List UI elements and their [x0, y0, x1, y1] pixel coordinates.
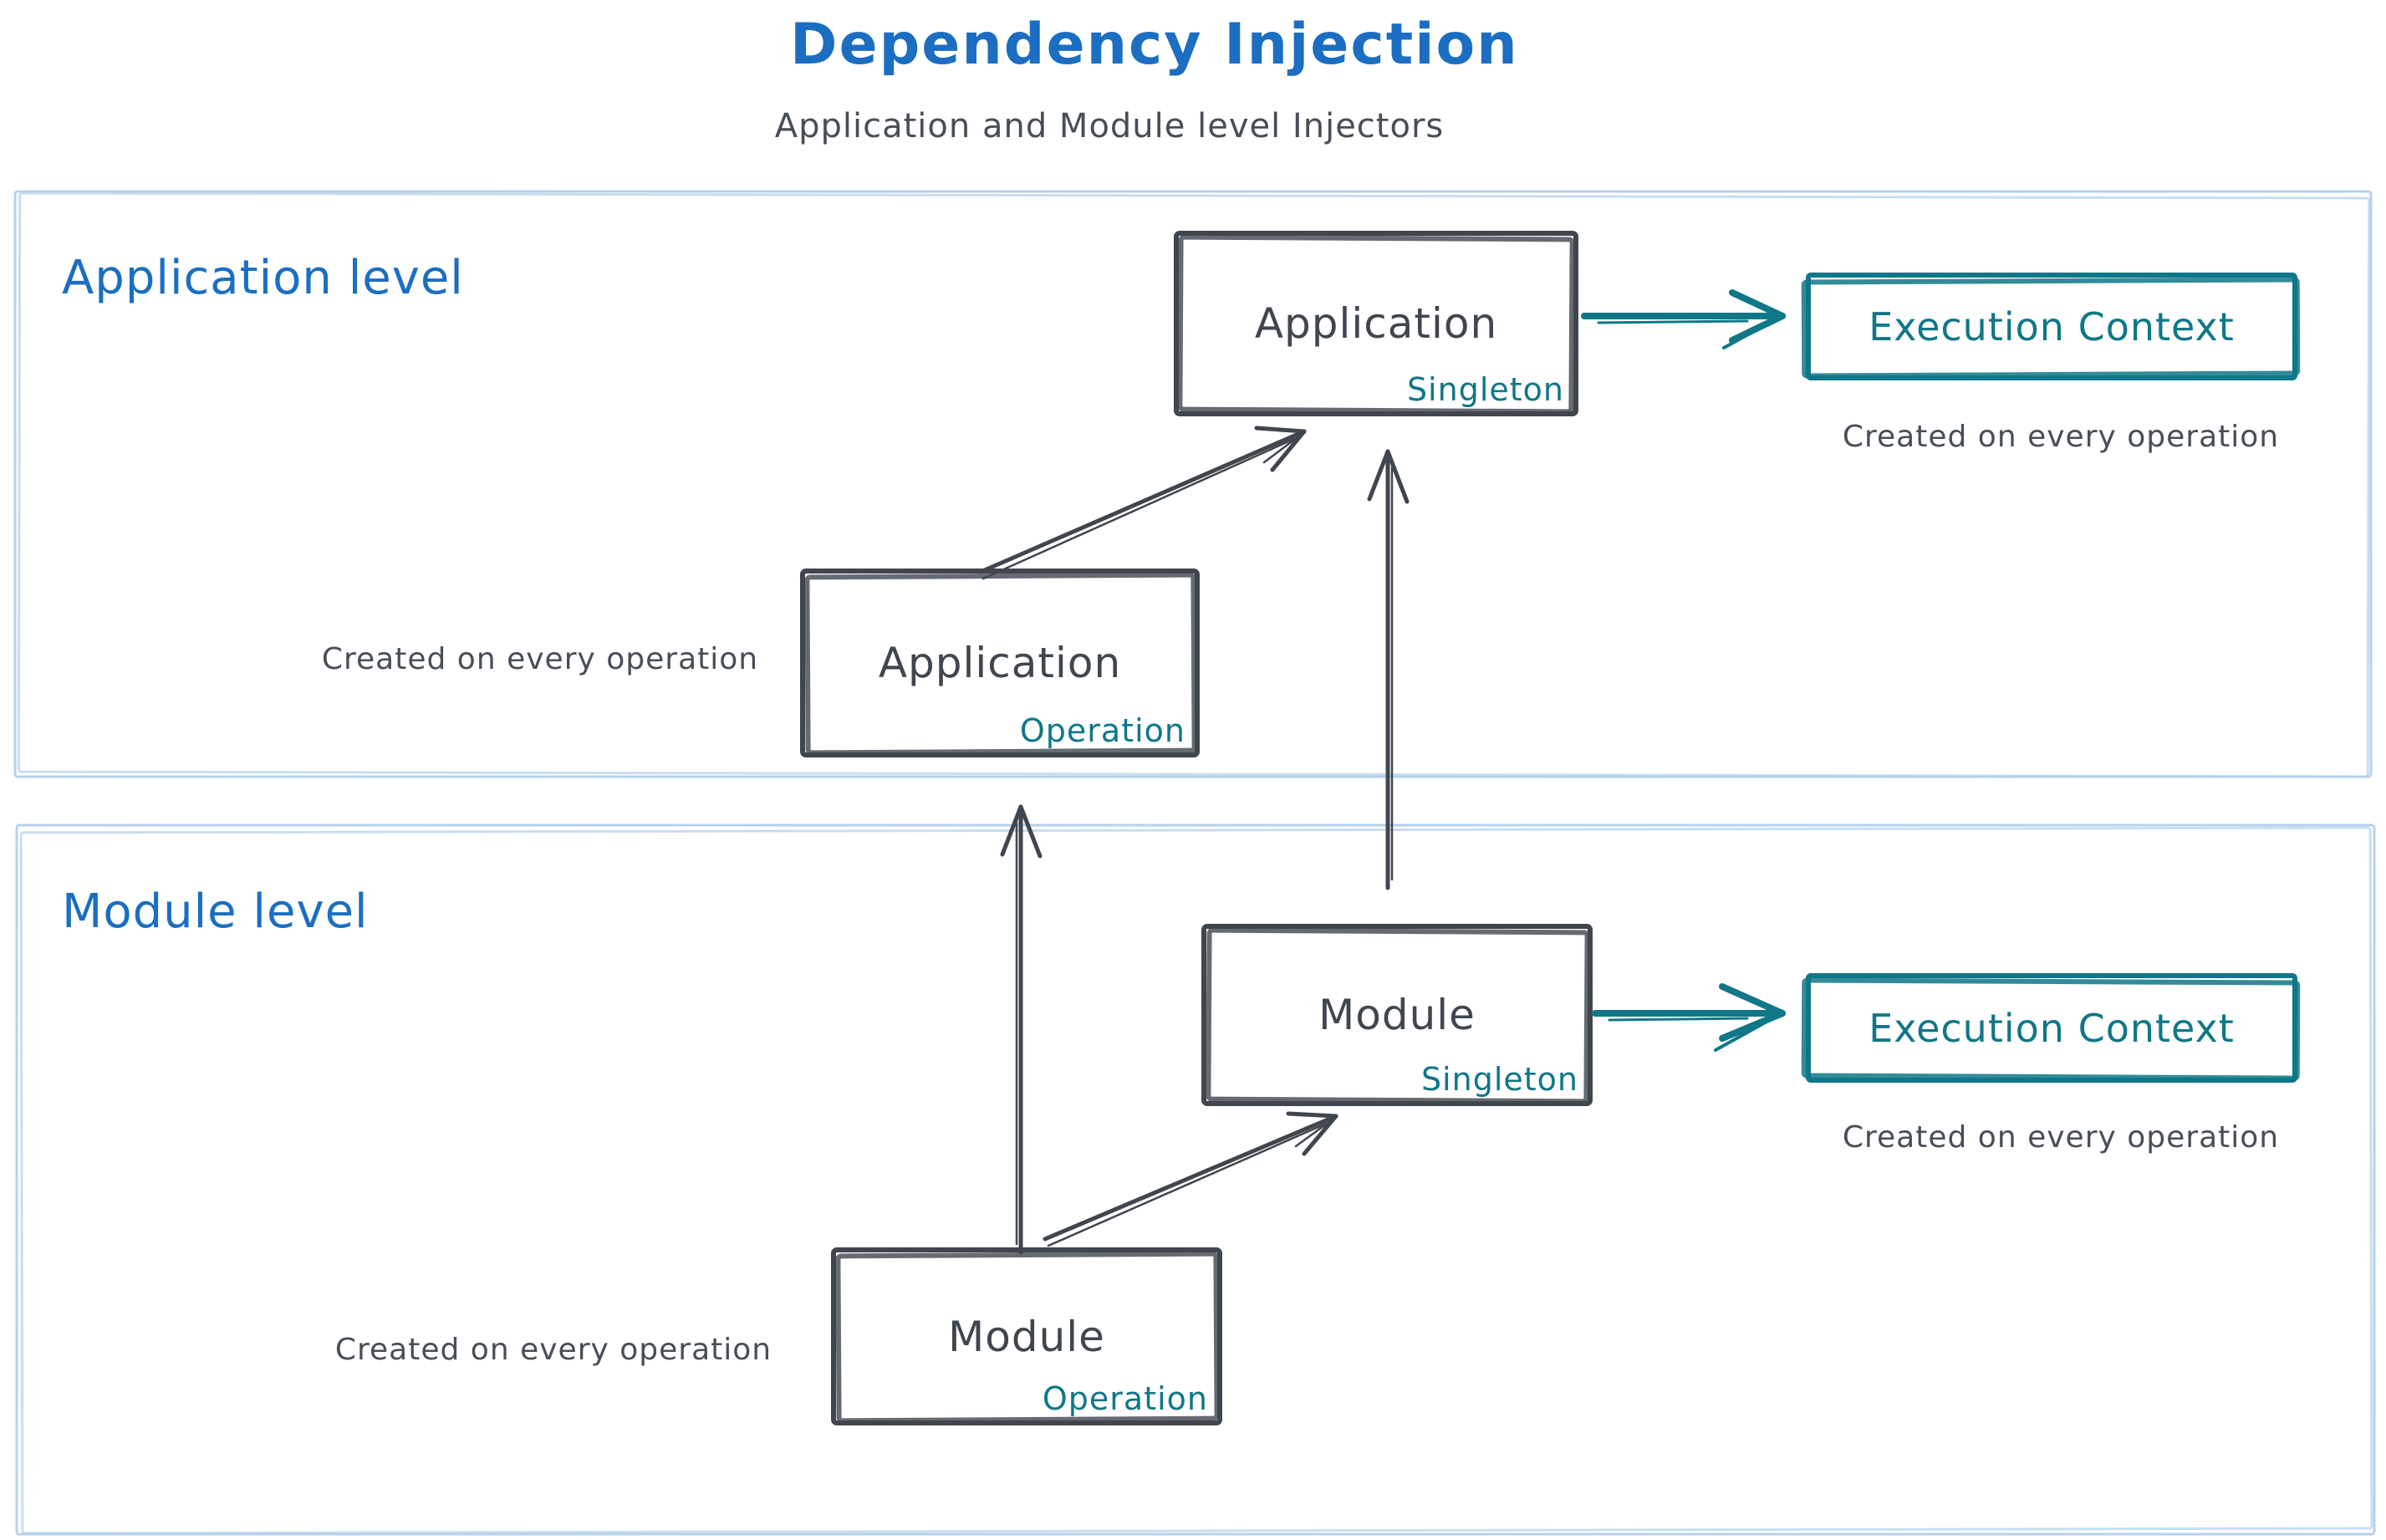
module-operation-box-border — [831, 1247, 1222, 1425]
execution-context-top-title: Execution Context — [1869, 303, 2235, 349]
execution-context-top-node: Execution Context — [1808, 275, 2295, 378]
execution-context-bottom-box-border — [1801, 973, 2301, 1083]
execution-context-bottom-caption: Created on every operation — [1842, 1120, 2280, 1155]
application-operation-node: Application Operation — [803, 571, 1197, 755]
application-level-container-border — [13, 190, 2373, 778]
application-singleton-node: Application Singleton — [1176, 233, 1576, 414]
arrow-module-singleton-to-execution-context — [1592, 983, 1786, 1052]
execution-context-bottom-node: Execution Context — [1808, 976, 2295, 1080]
application-operation-title: Application — [878, 639, 1122, 687]
arrow-app-singleton-to-execution-context — [1581, 289, 1786, 349]
arrow-module-operation-to-module-singleton — [1043, 1111, 1338, 1247]
execution-context-bottom-title: Execution Context — [1869, 1005, 2235, 1051]
module-operation-title: Module — [948, 1312, 1105, 1361]
module-level-container-border — [15, 824, 2376, 1536]
module-singleton-box-border — [1201, 924, 1593, 1106]
module-operation-node: Module Operation — [834, 1250, 1220, 1423]
arrow-app-operation-to-app-singleton — [978, 426, 1307, 580]
execution-context-top-caption: Created on every operation — [1842, 420, 2280, 454]
application-singleton-box-border — [1174, 231, 1578, 416]
module-singleton-title: Module — [1318, 991, 1476, 1039]
module-singleton-tag: Singleton — [1420, 1061, 1578, 1098]
arrow-module-singleton-to-app-singleton — [1367, 449, 1410, 890]
module-operation-tag: Operation — [1042, 1380, 1208, 1417]
application-singleton-tag: Singleton — [1406, 371, 1564, 408]
module-level-label: Module level — [62, 885, 369, 939]
application-operation-box-border — [800, 569, 1200, 757]
application-level-label: Application level — [62, 251, 464, 305]
execution-context-top-box-border — [1801, 273, 2301, 380]
application-operation-tag: Operation — [1019, 712, 1185, 749]
arrow-module-operation-to-app-operation — [1000, 804, 1043, 1255]
module-operation-caption: Created on every operation — [334, 1333, 772, 1367]
application-singleton-title: Application — [1254, 299, 1498, 348]
page-title: Dependency Injection — [790, 12, 1519, 78]
app-operation-caption: Created on every operation — [321, 642, 759, 676]
page-subtitle: Application and Module level Injectors — [774, 107, 1445, 145]
module-singleton-node: Module Singleton — [1204, 926, 1590, 1104]
